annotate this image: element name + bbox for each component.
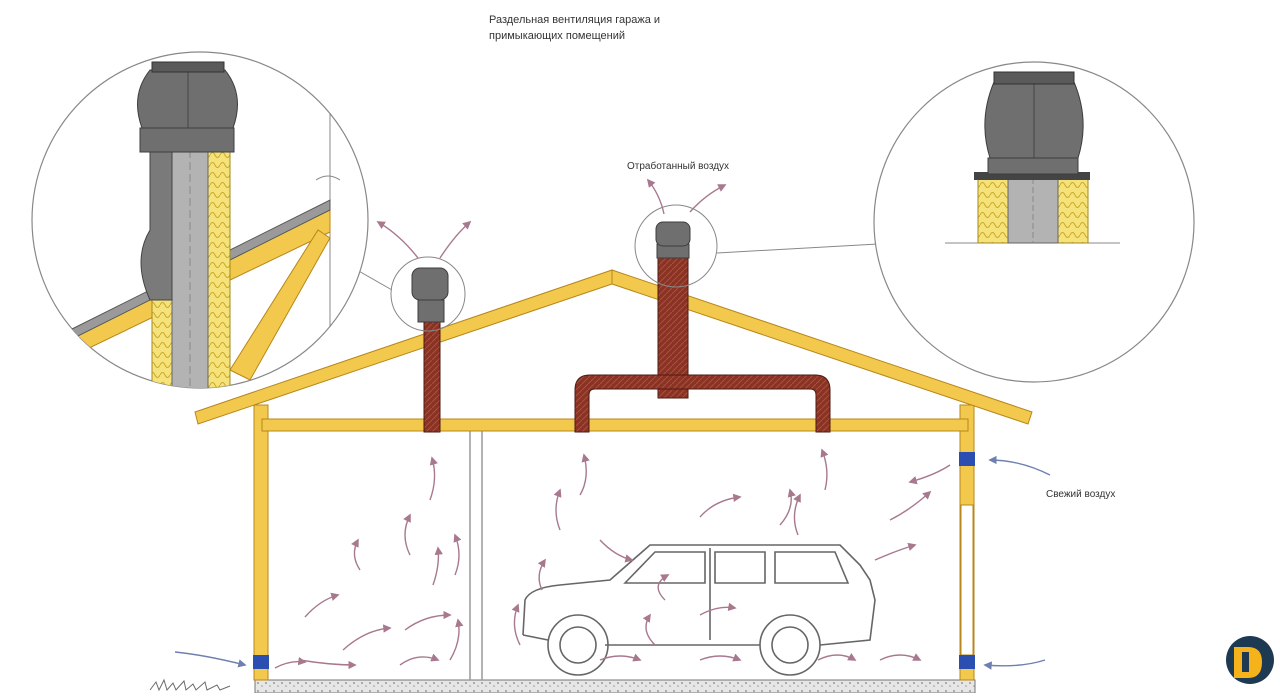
- central-detail-marker: [634, 204, 718, 288]
- left-wall-post: [253, 404, 269, 681]
- left-vent-duct: [423, 321, 441, 433]
- fresh-air-arrows-interior: [274, 464, 951, 669]
- ceiling-beam: [261, 418, 969, 432]
- central-roof-deflector: [655, 221, 691, 259]
- callout-line-right: [716, 243, 879, 254]
- fresh-air-arrows: [174, 455, 1051, 670]
- fresh-air-label: Свежий воздух: [1046, 489, 1116, 500]
- diagram-title-line-2: примыкающих помещений: [489, 30, 626, 42]
- brand-logo: [1226, 636, 1274, 684]
- left-intake-grille: [253, 655, 269, 669]
- horizontal-duct-collector: [574, 374, 831, 433]
- right-wall-opening: [960, 504, 974, 656]
- left-detail-marker: [390, 256, 466, 332]
- left-detail-zoom: [31, 51, 369, 389]
- interior-air-flow-arrows: [299, 448, 932, 670]
- exhaust-air-label: Отработанный воздух: [627, 161, 730, 172]
- diagram-title-line-1: Раздельная вентиляция гаража и: [489, 14, 661, 26]
- grass: [149, 678, 231, 692]
- left-roof-deflector: [411, 267, 449, 323]
- roof-right-slope: [611, 269, 1033, 425]
- car-outline: [522, 544, 876, 676]
- exhaust-air-arrows: [376, 178, 727, 259]
- garage-section: [149, 178, 1051, 694]
- right-intake-grille-top: [959, 452, 975, 466]
- floor-slab: [254, 679, 976, 694]
- right-intake-grille-bottom: [959, 655, 975, 669]
- right-detail-zoom: [873, 61, 1195, 383]
